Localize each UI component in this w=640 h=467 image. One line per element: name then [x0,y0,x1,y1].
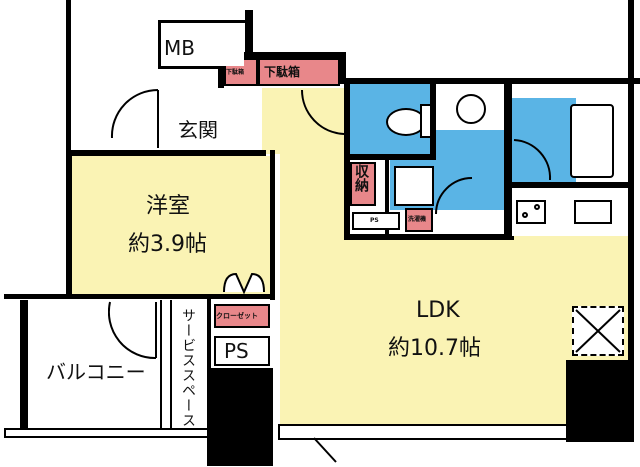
balcony-railing [4,428,214,438]
wall [344,80,350,240]
genkan-label: 玄関 [178,118,218,142]
wall [385,160,389,234]
wall [344,234,514,240]
wall [158,20,161,68]
ldk-window [278,424,568,440]
washer-space [405,208,433,232]
wall [340,52,346,82]
wall [158,20,248,23]
bathroom-floor [512,98,576,182]
wall [340,78,640,84]
western-room-label: 洋室 [146,194,191,219]
wall [160,300,162,430]
balcony-door-icon [313,437,337,463]
entry-hall-floor [262,88,350,154]
door-swing-icon [513,139,552,181]
wall [20,300,28,430]
column [207,368,273,466]
washbasin-icon [456,94,486,124]
wall [66,0,71,158]
shoe-cabinet-large [258,58,340,86]
ps-big-box [214,336,270,366]
toilet-icon [386,108,426,136]
entrance-door-icon [110,88,159,148]
column [566,360,634,442]
sink-icon [574,200,612,224]
wall [628,0,634,440]
wall [245,10,253,58]
toilet-tank-icon [420,104,432,138]
wall [4,294,274,299]
closet [214,304,270,328]
door-swing-icon [435,177,473,215]
wall [504,82,512,240]
mb-label: MB [164,36,195,60]
door-swing-icon [108,301,157,360]
door-swing-icon [300,89,345,135]
western-room-area: 約3.9帖 [128,232,207,257]
wall [270,150,275,300]
wall [218,52,344,58]
washer-pan-icon [394,166,434,206]
wall [504,182,632,188]
storage-closet [350,162,376,206]
wall [344,154,436,160]
western-room-floor [72,156,270,294]
wall [66,150,72,296]
wall [207,298,211,378]
bathtub-icon [570,104,614,178]
ps-small-box [352,212,400,230]
shoe-cabinet-large-label: 下駄箱 [264,65,301,79]
service-space-label: サービススペース [180,308,196,428]
closet-label: クローゼット [216,312,258,320]
wall [218,52,224,88]
wall [170,300,172,430]
ps-small-label: PS [370,217,379,224]
ldk-area: 約10.7帖 [388,336,481,361]
cross-mark-icon [575,309,621,353]
closet-door-icon [223,272,265,294]
washer-label: 洗濯機 [408,216,427,223]
burner-icon [522,212,528,218]
burner-icon [534,204,540,210]
ps-big-label: PS [224,339,249,363]
stove-icon [516,200,546,224]
wall [430,80,436,160]
wall [158,66,220,69]
storage-label: 収納 [353,164,369,192]
wall [66,150,266,156]
balcony-label: バルコニー [46,360,146,384]
mb-box [162,24,244,66]
ldk-label: LDK [416,298,460,323]
shoe-cabinet-small-label: 下駄箱 [226,69,245,76]
